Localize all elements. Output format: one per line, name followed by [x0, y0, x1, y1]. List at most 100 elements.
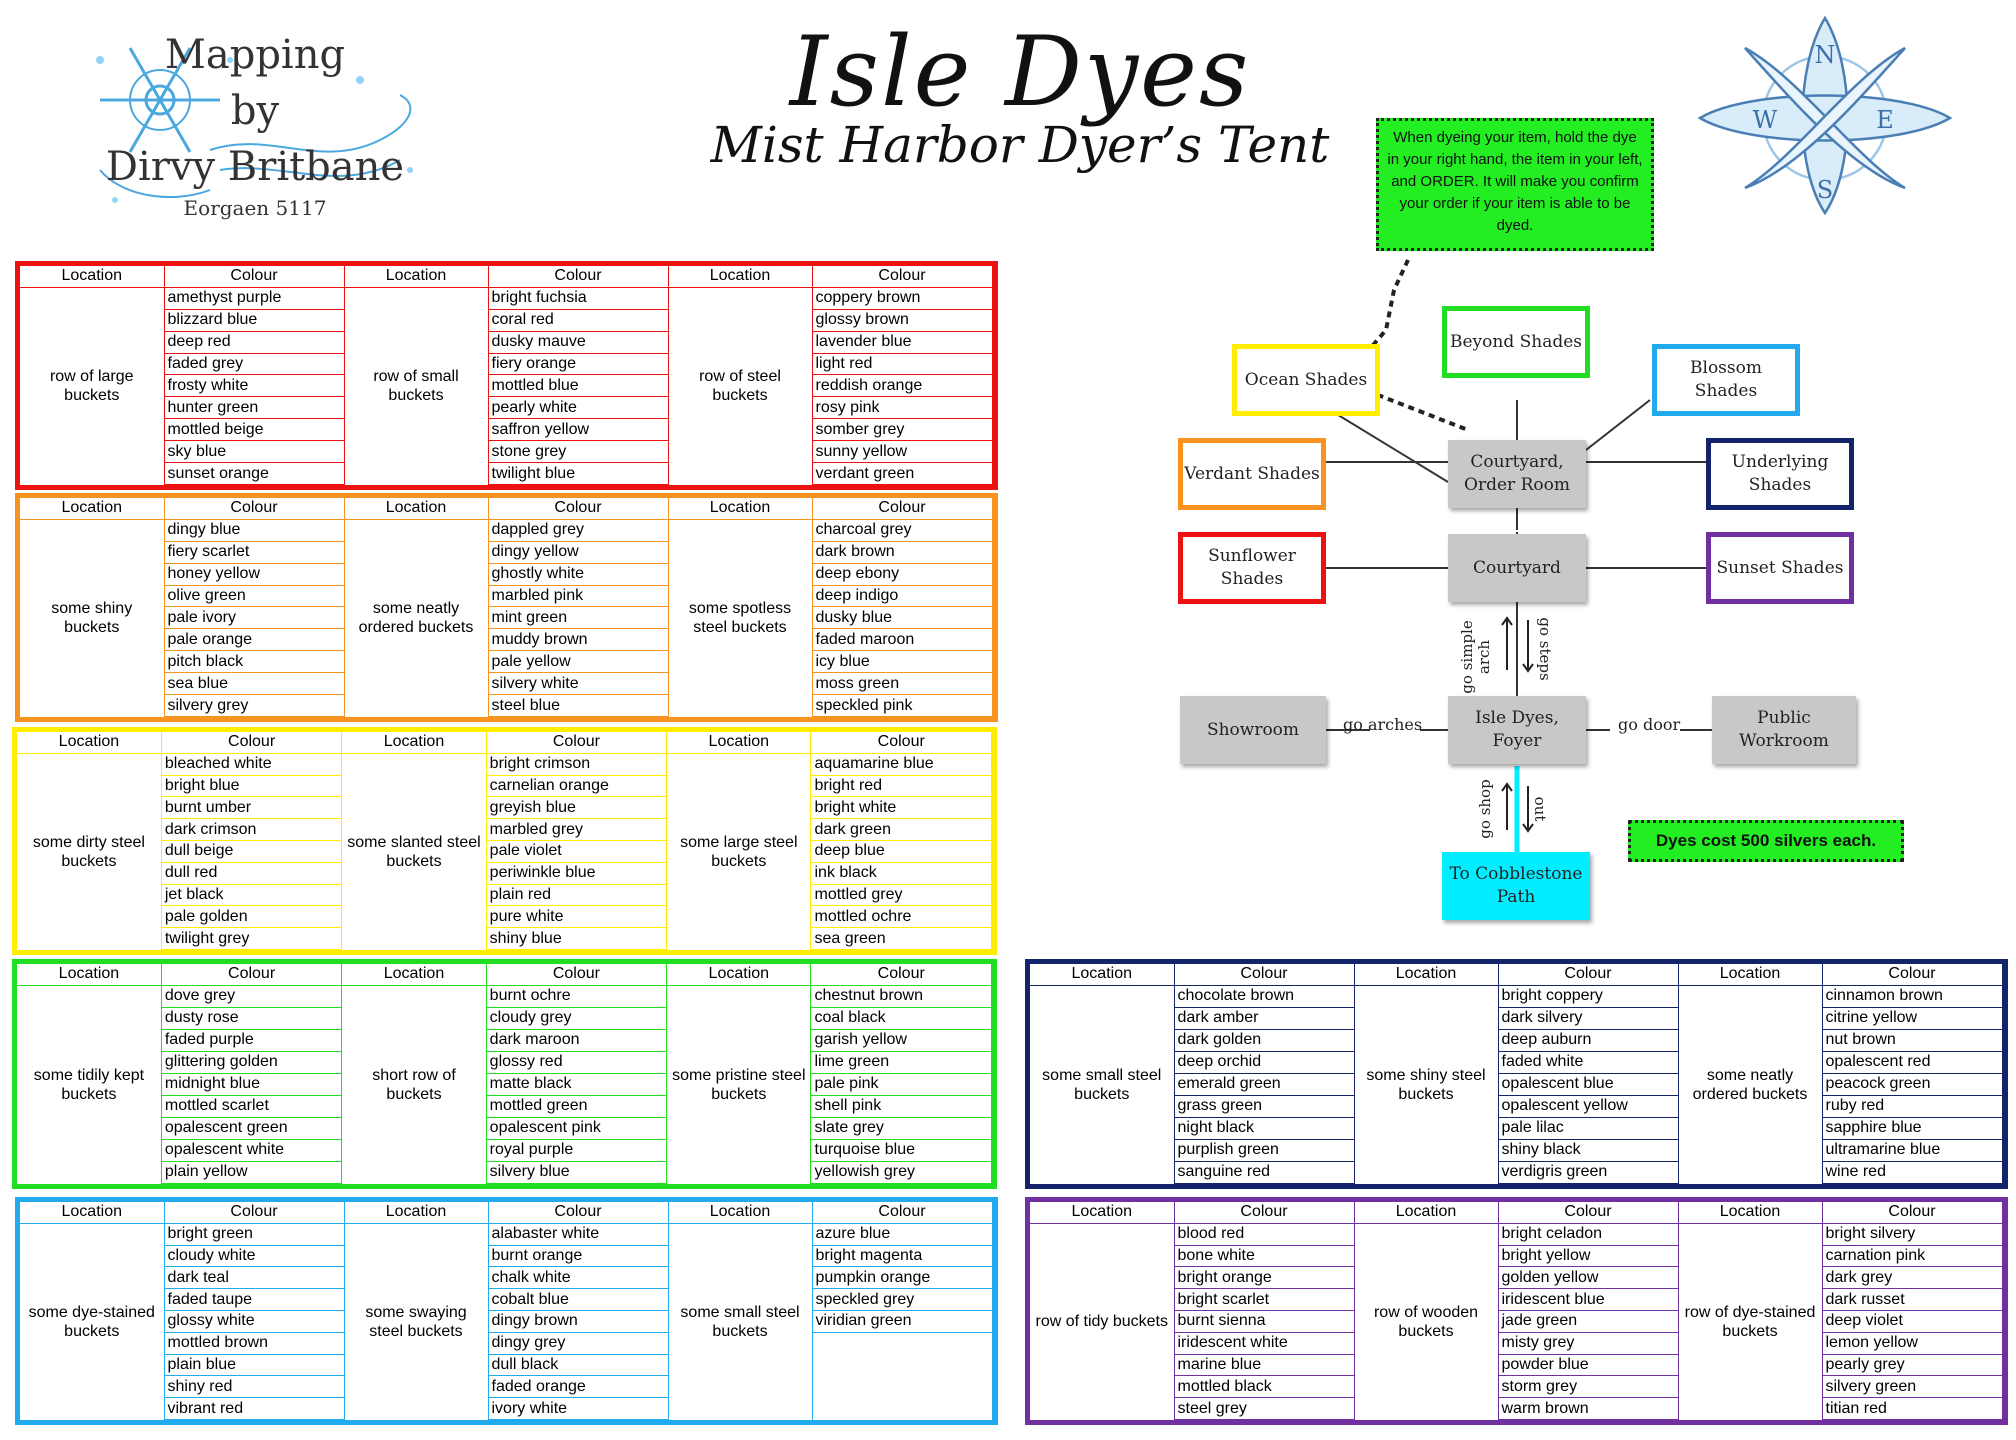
room-beyond-shades[interactable]: Beyond Shades	[1442, 306, 1590, 378]
colour-cell	[812, 1332, 993, 1355]
label-go-door: go door	[1618, 715, 1681, 734]
colour-cell: mottled grey	[810, 884, 992, 907]
colour-cell: icy blue	[812, 650, 993, 674]
dye-cost-note: Dyes cost 500 silvers each.	[1628, 820, 1904, 862]
colour-cell: dull red	[161, 862, 343, 885]
colour-cell: purplish green	[1174, 1139, 1355, 1162]
colour-cell: slate grey	[810, 1117, 992, 1140]
column-header-location: Location	[1030, 964, 1175, 986]
colour-cell: twilight grey	[161, 927, 343, 950]
room-underlying-shades[interactable]: Underlying Shades	[1706, 438, 1854, 510]
colour-cell: aquamarine blue	[810, 753, 992, 776]
room-courtyard-order-room[interactable]: Courtyard, Order Room	[1448, 440, 1586, 508]
column-header-location: Location	[344, 266, 489, 288]
room-courtyard[interactable]: Courtyard	[1448, 534, 1586, 602]
colour-cell: bright silvery	[1822, 1223, 2003, 1246]
location-cell: row of large buckets	[20, 287, 165, 485]
colour-cell: pale violet	[486, 840, 668, 863]
colour-cell: dingy grey	[488, 1332, 669, 1355]
room-sunflower-shades-label: Sunflower Shades	[1208, 546, 1296, 589]
room-verdant-shades[interactable]: Verdant Shades	[1178, 438, 1326, 510]
location-cell: row of dye-stained buckets	[1678, 1223, 1823, 1420]
exit-cobblestone-path[interactable]: To Cobblestone Path	[1442, 852, 1590, 920]
room-blossom-shades-label: Blossom Shades	[1690, 358, 1762, 401]
location-cell: some swaying steel buckets	[344, 1223, 489, 1420]
colour-cell: cloudy grey	[486, 1007, 668, 1030]
colour-cell: glossy brown	[812, 309, 993, 332]
column-header-colour: Colour	[486, 732, 668, 754]
colour-cell	[812, 1397, 993, 1420]
colour-cell: hunter green	[164, 396, 345, 420]
colour-cell: opalescent white	[161, 1139, 343, 1162]
colour-cell: muddy brown	[488, 628, 669, 652]
colour-cell: charcoal grey	[812, 519, 993, 542]
room-blossom-shades[interactable]: Blossom Shades	[1652, 344, 1800, 416]
colour-cell: sunset orange	[164, 462, 345, 485]
room-public-workroom[interactable]: Public Workroom	[1712, 696, 1856, 764]
colour-cell: vibrant red	[164, 1397, 345, 1420]
colour-cell: mottled brown	[164, 1332, 345, 1355]
colour-cell: titian red	[1822, 1397, 2003, 1420]
column-header-colour: Colour	[1822, 1202, 2003, 1224]
room-ocean-shades[interactable]: Ocean Shades	[1232, 344, 1380, 416]
colour-cell: powder blue	[1498, 1354, 1679, 1377]
column-header-colour: Colour	[810, 964, 992, 986]
column-header-colour: Colour	[161, 964, 343, 986]
room-sunset-shades[interactable]: Sunset Shades	[1706, 532, 1854, 604]
colour-cell: sapphire blue	[1822, 1117, 2003, 1140]
location-cell: row of tidy buckets	[1030, 1223, 1175, 1420]
room-sunset-shades-label: Sunset Shades	[1716, 557, 1844, 578]
colour-cell: silvery blue	[486, 1161, 668, 1185]
colour-cell: saffron yellow	[488, 418, 669, 442]
colour-cell: opalescent pink	[486, 1117, 668, 1140]
colour-cell: warm brown	[1498, 1397, 1679, 1420]
column-header-location: Location	[341, 964, 487, 986]
room-courtyard-order-room-label: Courtyard, Order Room	[1464, 452, 1570, 495]
location-cell: some tidily kept buckets	[17, 985, 162, 1184]
room-sunflower-shades[interactable]: Sunflower Shades	[1178, 532, 1326, 604]
page-title: Isle Dyes	[789, 16, 1251, 128]
label-go-arches: go arches	[1343, 715, 1423, 734]
colour-cell: pale orange	[164, 628, 345, 652]
location-cell: some spotless steel buckets	[668, 519, 813, 717]
colour-cell: deep indigo	[812, 585, 993, 608]
column-header-colour: Colour	[812, 498, 993, 520]
column-header-colour: Colour	[486, 964, 668, 986]
colour-cell: bright white	[810, 796, 992, 820]
colour-cell: garish yellow	[810, 1029, 992, 1052]
colour-cell: mint green	[488, 606, 669, 630]
colour-cell: speckled pink	[812, 694, 993, 717]
column-header-colour: Colour	[1822, 964, 2003, 986]
colour-cell: pitch black	[164, 650, 345, 674]
room-showroom[interactable]: Showroom	[1180, 696, 1326, 764]
column-header-location: Location	[1030, 1202, 1175, 1224]
credit-line-1: Mapping	[164, 32, 346, 78]
room-foyer-label: Isle Dyes, Foyer	[1475, 708, 1559, 751]
room-foyer[interactable]: Isle Dyes, Foyer	[1448, 696, 1586, 764]
colour-cell: chocolate brown	[1174, 985, 1355, 1008]
colour-cell: verdigris green	[1498, 1161, 1679, 1185]
colour-cell: rosy pink	[812, 396, 993, 420]
colour-cell: faded white	[1498, 1051, 1679, 1074]
colour-cell: amethyst purple	[164, 287, 345, 310]
colour-cell: burnt umber	[161, 796, 343, 820]
colour-cell: glittering golden	[161, 1051, 343, 1074]
colour-cell: shiny blue	[486, 927, 668, 950]
colour-cell: sky blue	[164, 440, 345, 463]
